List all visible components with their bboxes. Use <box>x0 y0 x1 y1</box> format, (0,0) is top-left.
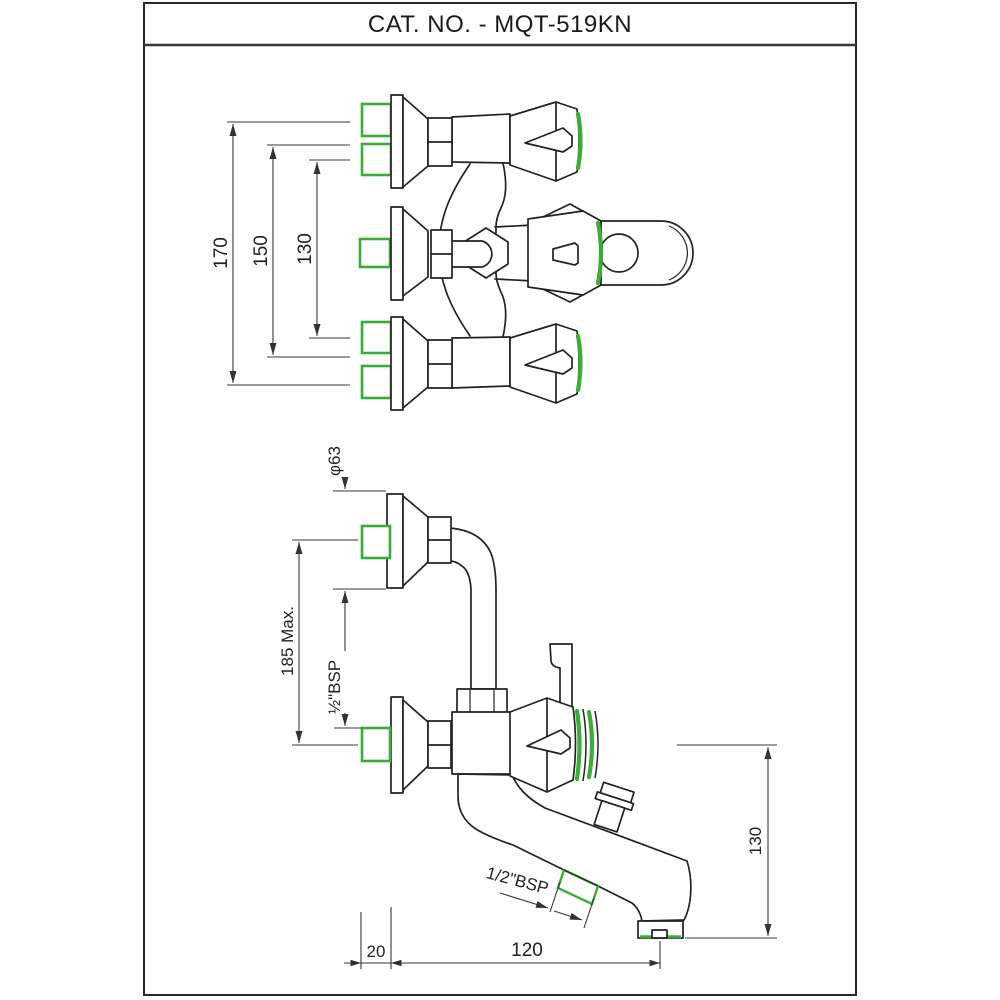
dim-130-label: 130 <box>295 233 316 265</box>
wall-inlet-bottom-plan <box>360 316 453 411</box>
knob-green-ring <box>586 709 595 780</box>
flange-plate <box>390 696 404 794</box>
hand-shower-connector <box>593 781 635 833</box>
arrowhead <box>391 959 402 967</box>
knob-ring-line <box>582 708 587 782</box>
wall-inlet-middle-plan <box>358 206 453 301</box>
housing-green-ring <box>595 220 604 286</box>
union-pipe-cap <box>449 240 493 268</box>
handle-knob-bottom-plan <box>509 323 583 404</box>
dim-170-label: 170 <box>211 237 232 269</box>
knob-pointer <box>524 349 573 375</box>
elbow-union-plan <box>449 227 509 279</box>
plan-dimensions: 170 150 130 <box>211 121 350 386</box>
dim-wall-thread-label: ½"BSP <box>325 660 344 714</box>
knob-green-ring <box>574 708 582 782</box>
aerator <box>637 920 684 939</box>
dim-120-label: 120 <box>511 940 543 961</box>
wall-inlet-lower-elevation <box>360 696 452 794</box>
elbow-pipe <box>449 527 497 690</box>
riser-nut <box>456 688 508 714</box>
wall-thread-green <box>360 726 392 763</box>
knob-green-ring <box>575 111 583 171</box>
arrowhead <box>649 959 660 967</box>
body-right-lower-curve <box>495 266 507 338</box>
flange-plate <box>390 94 404 189</box>
dim-130-drop-label: 130 <box>746 827 765 855</box>
wall-thread-green <box>360 524 392 560</box>
plan-view: 170 150 130 <box>211 94 694 411</box>
bath-spout <box>457 773 692 922</box>
diverter-knob-circle <box>599 233 639 273</box>
knob-ring-line <box>594 710 599 779</box>
dim-20-label: 20 <box>367 942 386 961</box>
wall-thread-green <box>360 142 393 177</box>
flange-plate <box>390 316 404 411</box>
sheet-border <box>143 2 857 996</box>
body-right-upper-curve <box>495 162 507 234</box>
hot-valve-pipe <box>451 113 511 164</box>
knob-pointer <box>524 127 573 153</box>
housing-indicator <box>552 242 579 266</box>
aerator-notch <box>651 929 668 939</box>
mixer-body-elevation <box>451 711 513 775</box>
handle-knob-elevation <box>509 697 599 793</box>
connector-stem <box>593 799 626 833</box>
wall-thread-green <box>358 237 392 269</box>
flange-cone <box>402 208 429 297</box>
dim-185max-label: 185 Max. <box>278 606 297 676</box>
dim-150-label: 150 <box>251 235 272 267</box>
catalog-number-title: CAT. NO. - MQT-519KN <box>368 11 632 38</box>
dim-dia63-label: φ63 <box>325 446 344 476</box>
shower-port-edge <box>563 869 599 887</box>
dim-shower-thread-label: 1/2"BSP <box>484 863 550 898</box>
handle-knob-top-plan <box>509 101 583 182</box>
flange-plate <box>390 206 404 301</box>
cold-valve-pipe <box>451 336 511 389</box>
knob-green-ring <box>575 333 583 393</box>
wall-inlet-top-plan <box>360 94 453 189</box>
knob-pointer <box>526 729 571 755</box>
arrowhead <box>350 959 361 967</box>
spout-end-arc <box>668 225 689 281</box>
flange-cone <box>402 318 429 409</box>
wall-thread-green <box>360 364 393 400</box>
wall-thread-green <box>360 320 393 355</box>
spout-assembly-plan <box>527 203 694 303</box>
wall-thread-green <box>360 102 393 138</box>
flange-cone <box>402 699 429 791</box>
elevation-view: φ63 ½"BSP 185 Max. 130 20 <box>278 446 777 969</box>
flange-cone <box>402 96 429 188</box>
wall-inlet-upper-elevation <box>360 493 452 589</box>
flange-cone <box>402 495 429 587</box>
